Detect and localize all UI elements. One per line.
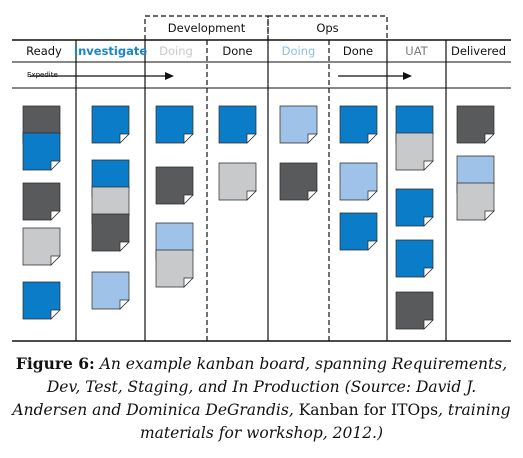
column-header-4: Doing	[282, 44, 316, 58]
card-c5-s2-0	[339, 212, 378, 251]
kanban-board: Development Ops Ready Investigate Doing Done…	[12, 15, 511, 342]
group-label-0: Development	[168, 21, 246, 35]
card-c4-s0-0	[279, 105, 318, 144]
cards	[22, 105, 495, 330]
column-header-1: Investigate	[74, 44, 148, 58]
expedite-arrow-1	[338, 72, 412, 80]
column-header-2: Doing	[159, 44, 193, 58]
card-c2-s1-0	[155, 166, 194, 205]
figure-caption: Figure 6: An example kanban board, spann…	[10, 352, 513, 445]
card-c1-s1-2	[91, 213, 130, 252]
caption-text-end: , training materials for workshop, 2012.…	[139, 401, 511, 442]
expedite-lane: Expedite	[27, 71, 412, 80]
card-c6-s1-0	[395, 188, 434, 227]
card-c3-s1-0	[218, 162, 257, 201]
card-c0-s2-0	[22, 227, 61, 266]
card-c2-s2-1	[155, 249, 194, 288]
card-c7-s1-1	[456, 182, 495, 221]
caption-text: An example kanban board, spanning Requir…	[12, 355, 508, 419]
card-c0-s3-0	[22, 281, 61, 320]
card-c7-s0-0	[456, 105, 495, 144]
card-c6-s2-0	[395, 239, 434, 278]
expedite-arrow-0	[30, 72, 174, 80]
expedite-label: Expedite	[27, 71, 58, 79]
card-c0-s1-0	[22, 182, 61, 221]
card-c6-s0-1	[395, 132, 434, 171]
group-label-1: Ops	[316, 21, 338, 35]
card-c1-s2-0	[91, 271, 130, 310]
group-box-0	[144, 15, 269, 40]
card-c5-s1-0	[339, 162, 378, 201]
caption-book-title: Kanban for ITOps	[298, 401, 439, 419]
card-c0-s0-1	[22, 132, 61, 171]
column-headers: Ready Investigate Doing Done Doing Done UAT Del…	[26, 44, 506, 58]
card-c5-s0-0	[339, 105, 378, 144]
column-header-5: Done	[343, 44, 373, 58]
board-frame	[12, 39, 511, 342]
card-c2-s0-0	[155, 105, 194, 144]
column-header-6: UAT	[405, 44, 428, 58]
column-header-7: Delivered	[451, 44, 506, 58]
column-groups: Development Ops	[144, 15, 388, 40]
column-header-0: Ready	[26, 44, 62, 58]
card-c3-s0-0	[218, 105, 257, 144]
caption-lead: Figure 6:	[15, 354, 95, 373]
card-c4-s1-0	[279, 162, 318, 201]
card-c6-s3-0	[395, 291, 434, 330]
column-header-3: Done	[222, 44, 252, 58]
card-c1-s0-0	[91, 105, 130, 144]
group-box-1	[267, 15, 388, 40]
